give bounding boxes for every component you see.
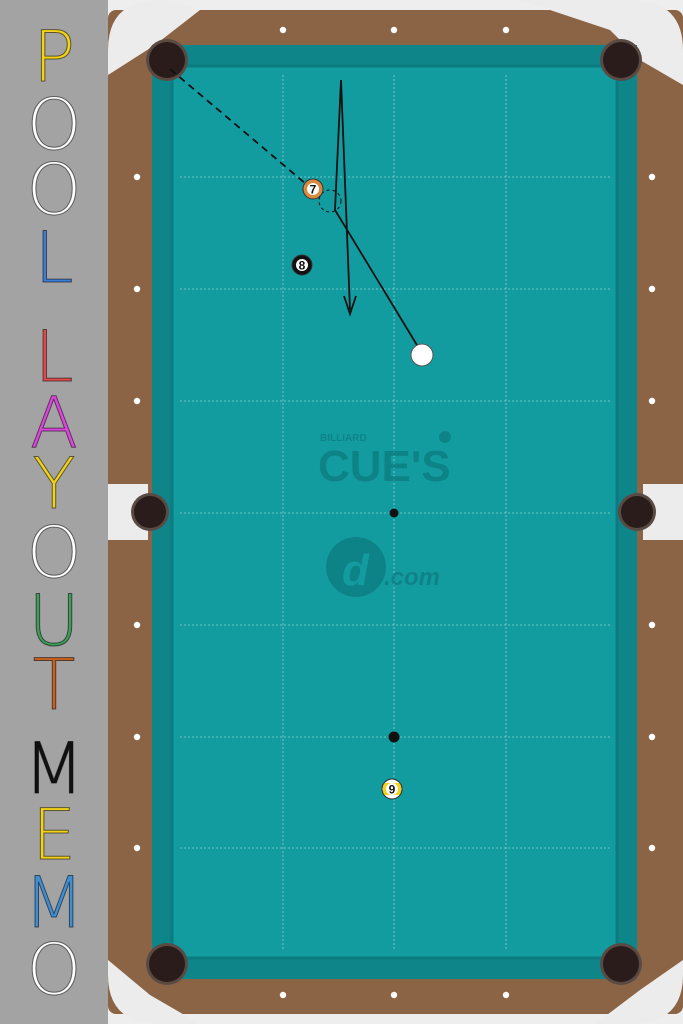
title-letter: E	[31, 794, 77, 876]
rail-diamond	[279, 26, 287, 34]
ball-9-number: 9	[389, 783, 396, 797]
ball-8-number: 8	[299, 259, 306, 273]
rail-diamond	[648, 397, 656, 405]
title-letter: L	[34, 316, 74, 398]
pocket	[149, 946, 185, 982]
pocket	[149, 42, 185, 78]
cue-ball[interactable]	[410, 343, 434, 367]
foot-spot	[388, 731, 400, 743]
cue-ball-path	[334, 79, 424, 356]
rail-diamond	[279, 991, 287, 999]
corner-plate-bl	[108, 960, 200, 1024]
title-sidebar	[0, 0, 108, 1024]
rail-diamond	[133, 621, 141, 629]
rail-diamond	[648, 621, 656, 629]
rail-diamond	[133, 844, 141, 852]
rail-diamond	[390, 26, 398, 34]
rail-diamonds	[133, 26, 656, 999]
logo-d-mark: d	[342, 546, 370, 595]
rail-diamond	[133, 733, 141, 741]
title-letter: O	[26, 149, 82, 231]
rail-diamond	[502, 26, 510, 34]
billiard-cues-logo: BILLIARD CUE'S d .com	[318, 431, 451, 597]
rail-diamond	[648, 844, 656, 852]
cushion-edge	[170, 64, 619, 960]
center-spot	[389, 508, 399, 518]
corner-plate-tl	[108, 0, 200, 75]
corner-plate-br	[595, 960, 683, 1024]
title-letter: Y	[32, 443, 76, 525]
pockets	[131, 39, 656, 985]
rail-diamond	[648, 733, 656, 741]
logo-domain-text: .com	[384, 564, 440, 591]
rail-diamond	[133, 285, 141, 293]
object-ball-path	[169, 68, 314, 191]
rail-diamond	[133, 397, 141, 405]
ball-9[interactable]: 9	[381, 778, 403, 800]
ball-7[interactable]: 7	[302, 178, 324, 200]
ball-7-number: 7	[310, 183, 317, 197]
rail-diamond	[648, 173, 656, 181]
logo-big-text: CUE'S	[318, 442, 451, 491]
title-letter: L	[34, 217, 74, 299]
title-letter: T	[32, 644, 76, 726]
ball-8[interactable]: 8	[291, 254, 313, 276]
title-letter: U	[28, 580, 80, 662]
title-letter: O	[26, 929, 82, 1011]
title-letter: M	[23, 728, 85, 810]
title-letter: O	[26, 84, 82, 166]
rail-diamond	[133, 173, 141, 181]
title-letter: P	[32, 16, 76, 98]
logo-small-text: BILLIARD	[320, 433, 367, 444]
logo-ball-icon	[439, 431, 451, 443]
title-letter: A	[30, 382, 79, 464]
pocket	[134, 496, 166, 528]
rail-diamond	[502, 991, 510, 999]
title-letter: M	[23, 862, 85, 944]
ghost-ball	[318, 189, 342, 213]
pocket	[603, 42, 639, 78]
rail-diamond	[648, 285, 656, 293]
title-letter: O	[26, 512, 82, 594]
pocket	[621, 496, 653, 528]
path-arrowhead-icon	[343, 295, 357, 317]
rail-diamond	[390, 991, 398, 999]
logo-d-mark-icon	[326, 537, 386, 597]
pocket	[603, 946, 639, 982]
corner-plate-tr	[520, 0, 683, 85]
